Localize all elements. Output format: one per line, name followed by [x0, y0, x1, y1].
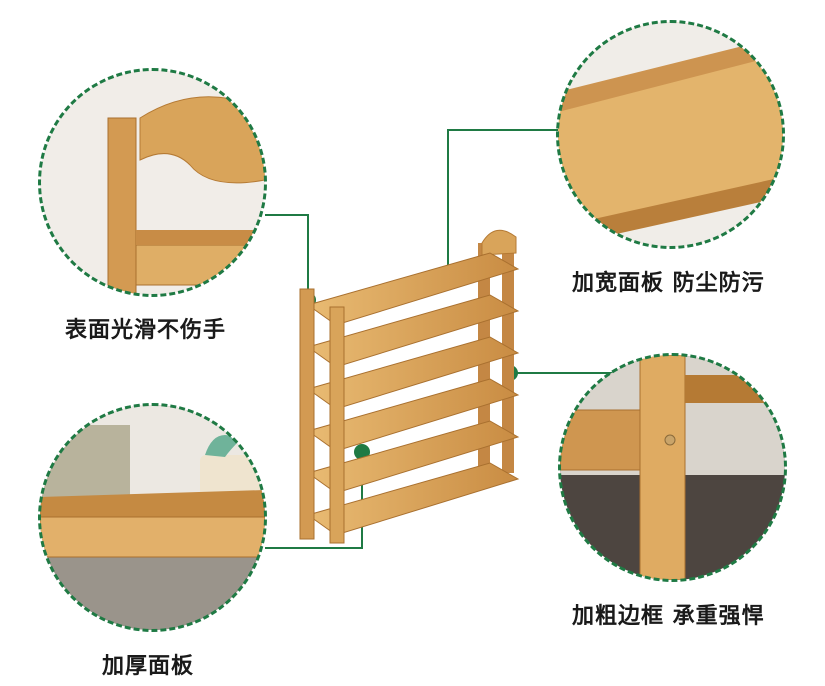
caption-top-right: 加宽面板 防尘防污 [572, 271, 765, 296]
callout-top-right-ring [556, 20, 785, 249]
caption-bottom-left: 加厚面板 [102, 654, 195, 679]
caption-bottom-right: 加粗边框 承重强悍 [572, 604, 765, 629]
callout-bottom-left-ring [38, 403, 267, 632]
callout-top-left-ring [38, 68, 267, 297]
shoe-rack-image [299, 229, 520, 544]
callout-bottom-right-ring [558, 353, 787, 582]
caption-top-left: 表面光滑不伤手 [65, 318, 227, 343]
